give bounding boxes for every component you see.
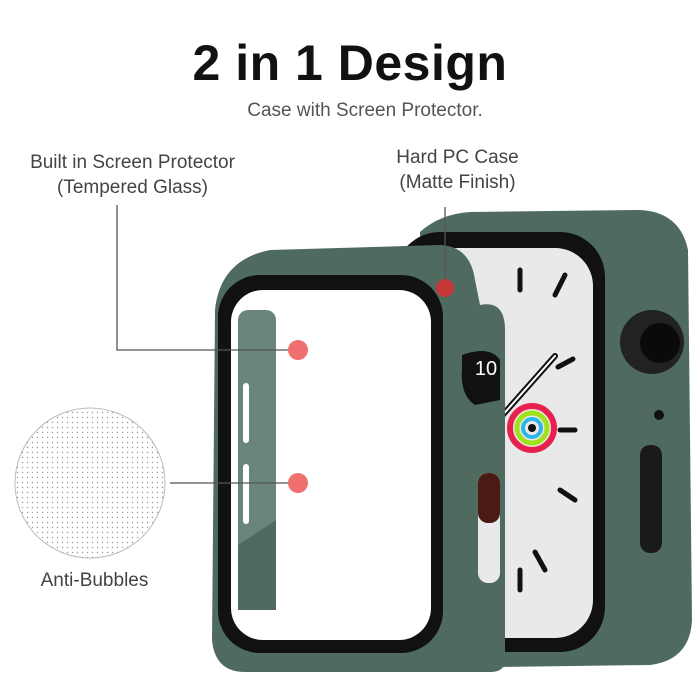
callout-anti-bubbles: Anti-Bubbles [40,570,149,591]
page-title: 2 in 1 Design [192,35,508,91]
side-button-icon [640,445,662,553]
anti-bubble-texture-icon [14,407,166,559]
callout-screen-protector-subtitle: (Tempered Glass) [57,177,208,198]
callout-dot-pc-case [436,279,454,297]
page-subtitle: Case with Screen Protector. [247,100,483,121]
callout-pc-case-subtitle: (Matte Finish) [399,172,516,193]
callout-lines [116,205,446,484]
callout-screen-protector: Built in Screen Protector (Tempered Glas… [10,150,255,200]
watch-case-front: 10 [212,245,505,672]
callout-dot-anti-bubbles [288,473,308,493]
callout-dot-screen-protector [288,340,308,360]
callout-pc-case: Hard PC Case (Matte Finish) [370,145,545,195]
complication-number: 10 [475,358,497,380]
callout-screen-protector-title: Built in Screen Protector [30,152,235,173]
digital-crown-icon [620,310,684,374]
callout-pc-case-title: Hard PC Case [396,147,519,168]
